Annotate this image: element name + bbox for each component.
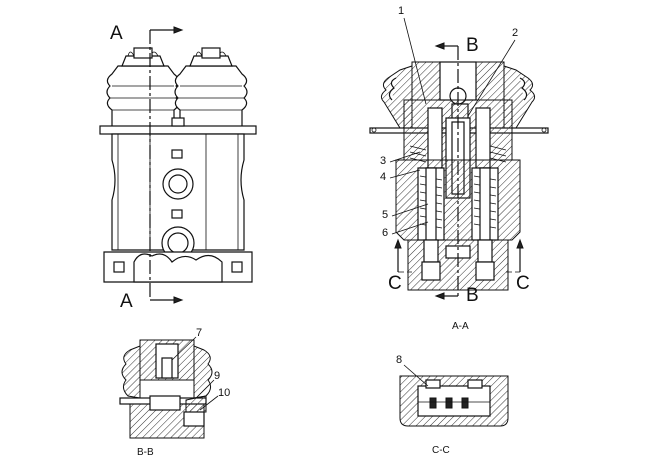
port-mark-bottom [171, 209, 183, 219]
callout-6: 6 [382, 227, 389, 239]
callout-5: 5 [382, 209, 389, 221]
port-mark-top [171, 149, 183, 159]
callout-2: 2 [512, 27, 519, 39]
callout-7: 7 [196, 327, 203, 339]
section-mark-b-top: B [466, 35, 479, 56]
section-aa-view [369, 17, 549, 300]
caption-section-cc: C-C [432, 445, 450, 456]
callout-10: 10 [218, 387, 231, 399]
section-mark-a-bottom: A [120, 291, 133, 312]
callout-3: 3 [380, 155, 387, 167]
section-mark-c-right: C [516, 273, 530, 294]
caption-section-bb: B-B [137, 447, 154, 458]
callout-8: 8 [396, 354, 403, 366]
callout-4: 4 [380, 171, 387, 183]
section-cc-view [399, 364, 509, 427]
exterior-view [99, 26, 257, 304]
caption-section-aa: A-A [452, 321, 469, 332]
section-mark-b-bottom: B [466, 285, 479, 306]
left-boot [106, 47, 180, 129]
section-bb-view [119, 336, 219, 439]
callout-1: 1 [398, 5, 405, 17]
section-mark-a-top: A [110, 23, 123, 44]
right-boot [174, 47, 248, 129]
plate-clip [171, 117, 185, 127]
callout-9: 9 [214, 370, 221, 382]
section-mark-c-left: C [388, 273, 402, 294]
mounting-plate [99, 125, 257, 135]
